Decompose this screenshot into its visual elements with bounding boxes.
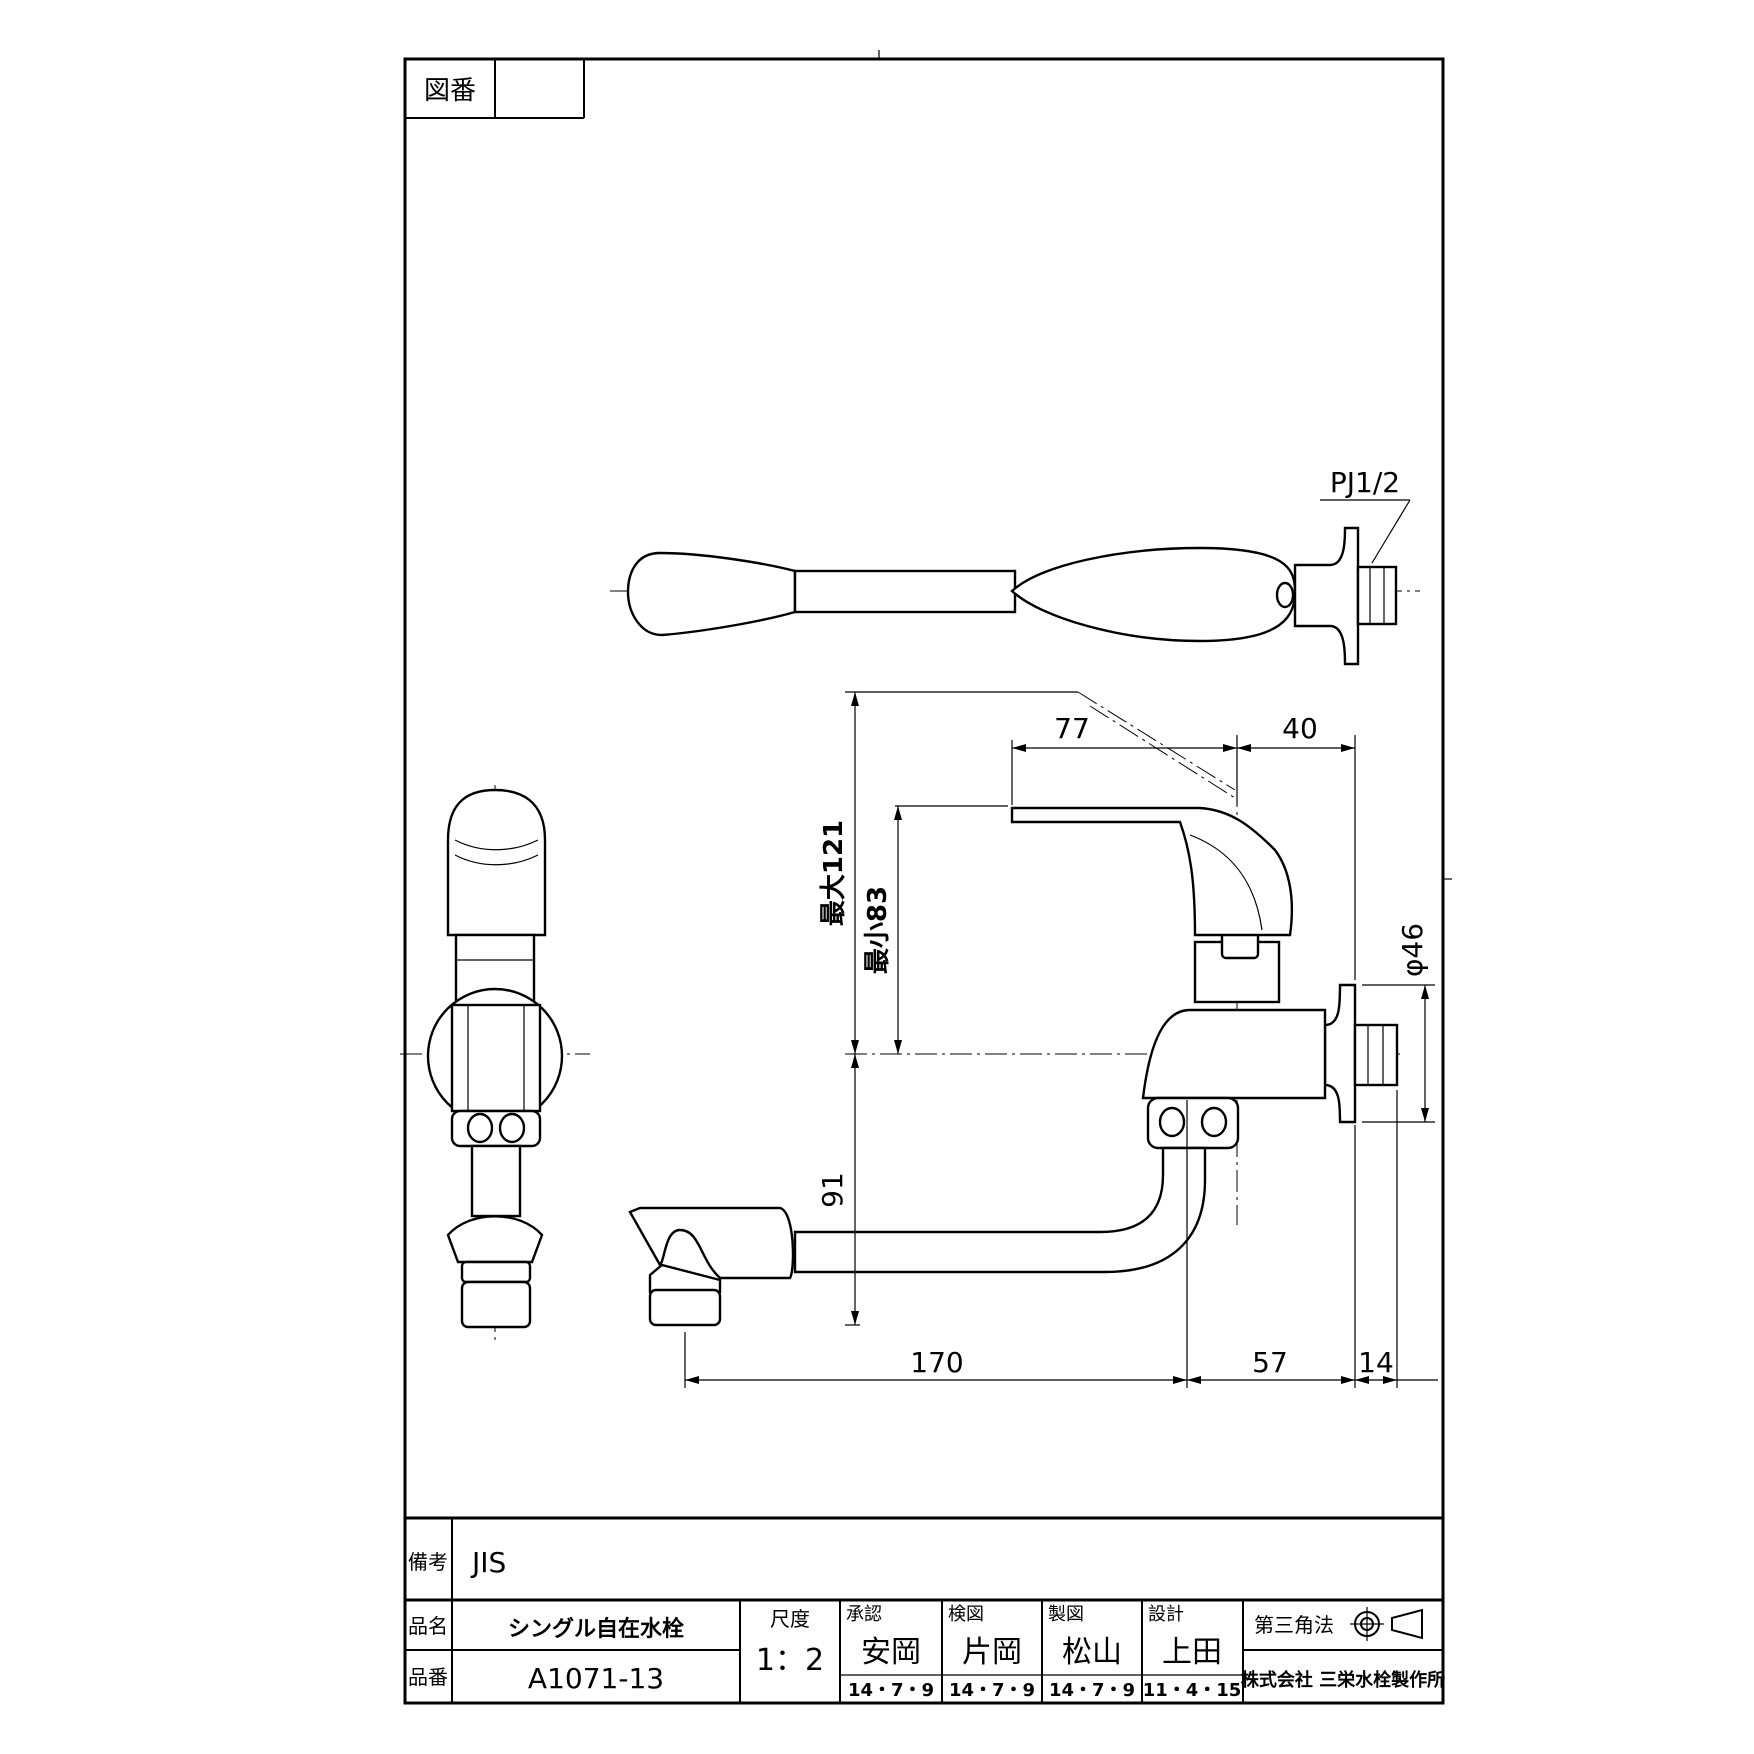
check-date: 14・7・9 [949,1680,1035,1701]
top-view: PJ1/2 [610,466,1420,666]
scale-value: 1：2 [756,1643,824,1678]
drawing-number-box: 図番 [405,59,585,119]
threaded-inlet-top [1356,565,1398,626]
projection-label: 第三角法 [1254,1613,1334,1637]
drawing-frame [403,57,1445,1705]
spout-tip-top [626,551,797,637]
dim-phi46: φ46 [1396,923,1429,977]
handle-hole-top [1275,581,1295,609]
dim-57: 57 [1252,1346,1288,1379]
remarks-value: JIS [470,1546,506,1579]
dim-170: 170 [910,1346,963,1379]
thread-leader [1371,499,1411,564]
name-value: シングル自在水栓 [508,1616,684,1642]
remarks-label: 備考 [408,1550,448,1574]
approve-label: 承認 [846,1604,882,1625]
company-name: 株式会社 三栄水栓製作所 [1241,1669,1445,1691]
part-no-label: 品番 [408,1665,448,1689]
handle-top [1010,546,1297,643]
approve-name: 安岡 [861,1635,921,1670]
spout-tip-side [446,1215,544,1264]
valve-body-front [1141,1008,1327,1100]
check-label: 検図 [948,1604,984,1625]
drawing-number-label: 図番 [424,76,476,106]
lever-handle-front [1010,806,1294,937]
spout-tip-front [628,1206,795,1280]
side-view [400,785,590,1345]
third-angle-projection-icon [1350,1607,1423,1641]
nut-side [450,1109,542,1148]
design-date: 11・4・15 [1143,1680,1242,1701]
draw-label: 製図 [1048,1604,1084,1625]
dim-14: 14 [1358,1346,1394,1379]
handle-side [446,788,547,937]
spout-pipe-top [793,569,1017,614]
dim-min83: 最小83 [863,886,893,974]
dimension-lines: 77 40 最大121 最小83 91 φ46 170 57 14 [684,691,1438,1388]
spout-pipe-front [793,1146,1207,1274]
design-name: 上田 [1162,1635,1222,1670]
check-name: 片岡 [962,1635,1022,1670]
body-block-side [450,1003,542,1113]
aerator-front [648,1288,722,1327]
wall-flange-top [1293,526,1360,666]
pipe-side [470,1144,522,1218]
aerator-side [460,1280,532,1329]
draw-name: 松山 [1062,1635,1122,1670]
design-label: 設計 [1148,1604,1184,1625]
approve-date: 14・7・9 [848,1680,934,1701]
draw-date: 14・7・9 [1049,1680,1135,1701]
wall-flange-front [1323,983,1357,1124]
part-no-value: A1071-13 [528,1662,664,1695]
front-view [628,691,1405,1327]
name-label: 品名 [408,1614,448,1638]
thread-dimension: PJ1/2 [1330,466,1400,499]
dim-max121: 最大121 [819,820,849,926]
dim-91: 91 [816,1172,849,1208]
dim-77: 77 [1054,712,1090,745]
scale-label: 尺度 [770,1607,810,1631]
dim-40: 40 [1282,712,1318,745]
title-block: 備考 JIS 品名 シングル自在水栓 品番 A1071-13 尺度 1：2 承認… [405,1516,1445,1703]
threaded-inlet-front [1353,1023,1399,1087]
